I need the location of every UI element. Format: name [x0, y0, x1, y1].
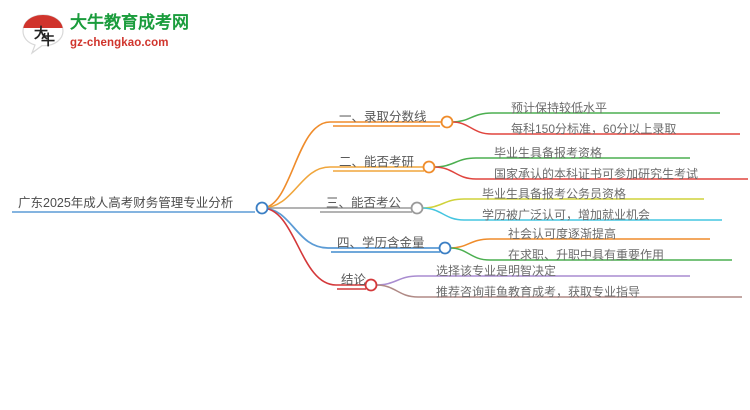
logo-title: 大牛教育成考网 [70, 13, 189, 32]
node-root[interactable] [255, 201, 269, 215]
leaf-label-3-1[interactable]: 毕业生具备报考公务员资格 [482, 187, 627, 201]
edge-root-branch-5 [261, 207, 366, 286]
svg-text:大: 大 [34, 25, 48, 42]
leaf-label-1-2[interactable]: 每科150分标准，60分以上录取 [511, 122, 677, 136]
edge-b2-c2 [433, 166, 748, 180]
edge-b1-c2 [451, 121, 740, 135]
edge-root-branch-2 [261, 166, 424, 209]
node-branch-5[interactable] [364, 278, 378, 292]
leaf-label-5-1[interactable]: 选择该专业是明智决定 [436, 264, 557, 278]
leaf-label-3-2[interactable]: 学历被广泛认可，增加就业机会 [482, 208, 651, 222]
mindmap-root-label[interactable]: 广东2025年成人高考财务管理专业分析 [18, 196, 234, 210]
edge-b5-c2 [375, 284, 742, 298]
edge-b4-c2 [449, 247, 732, 261]
svg-text:牛: 牛 [41, 32, 55, 49]
leaf-label-2-1[interactable]: 毕业生具备报考资格 [494, 146, 603, 160]
node-branch-3[interactable] [410, 201, 424, 215]
edge-b1-c1 [451, 112, 720, 123]
branch-label-4[interactable]: 四、学历含金量 [337, 236, 425, 250]
branch-label-1[interactable]: 一、录取分数线 [339, 110, 427, 124]
edge-b4-c1 [449, 238, 710, 249]
leaf-label-4-1[interactable]: 社会认可度逐渐提高 [508, 227, 617, 241]
node-branch-1[interactable] [440, 115, 454, 129]
edge-b3-c2 [421, 207, 722, 221]
branch-label-5[interactable]: 结论 [341, 273, 367, 287]
node-branch-2[interactable] [422, 160, 436, 174]
leaf-label-4-2[interactable]: 在求职、升职中具有重要作用 [508, 248, 665, 262]
node-branch-4[interactable] [438, 241, 452, 255]
site-logo: 大 牛 大牛教育成考网 gz-chengkao.com [12, 8, 192, 62]
logo-subtitle: gz-chengkao.com [70, 37, 169, 49]
leaf-label-1-1[interactable]: 预计保持较低水平 [511, 101, 608, 115]
speech-bubble-logo-icon: 大 牛 [22, 14, 64, 55]
branch-label-3[interactable]: 三、能否考公 [326, 196, 402, 210]
leaf-label-2-2[interactable]: 国家承认的本科证书可参加研究生考试 [494, 167, 699, 181]
branch-label-2[interactable]: 二、能否考研 [339, 155, 415, 169]
leaf-label-5-2[interactable]: 推荐咨询菲鱼教育成考，获取专业指导 [436, 285, 641, 299]
edge-root-branch-1 [261, 121, 442, 209]
